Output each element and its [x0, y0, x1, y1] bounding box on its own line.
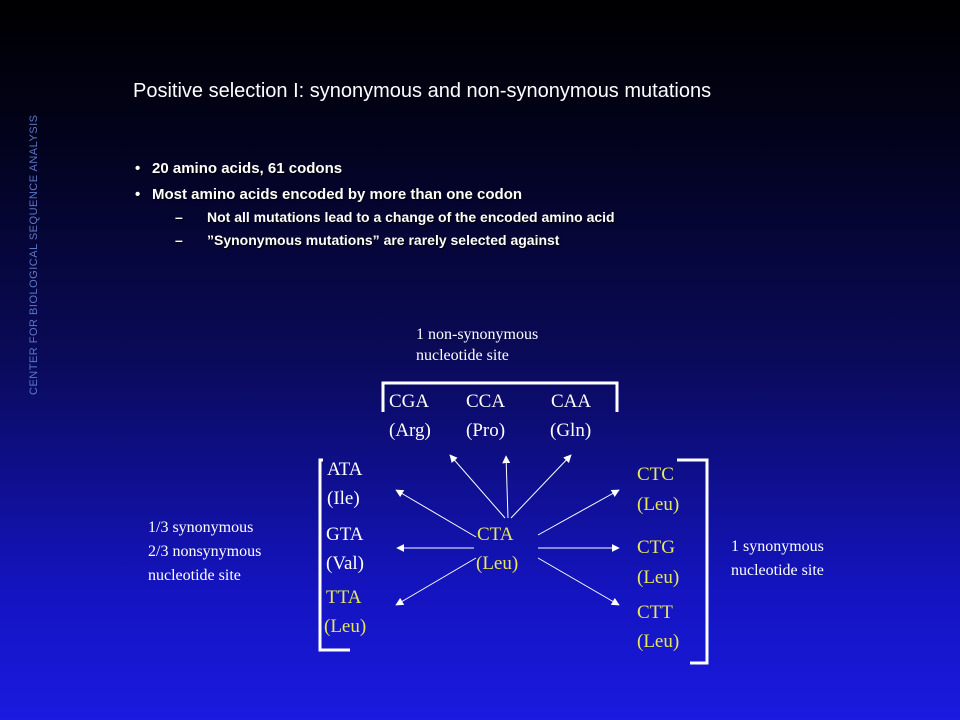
left-label-line-1: 1/3 synonymous: [148, 519, 254, 536]
top-label-line-2: nucleotide site: [416, 347, 509, 364]
bullet-list: 20 amino acids, 61 codons Most amino aci…: [135, 158, 615, 252]
amino-acid-leu-center: (Leu): [476, 553, 519, 574]
bullet-item: 20 amino acids, 61 codons: [135, 158, 615, 184]
arrow-to-cga: [449, 454, 506, 519]
codon-ata: ATA: [327, 459, 363, 480]
arrow-to-tta: [395, 557, 477, 606]
codon-tta: TTA: [326, 587, 362, 608]
left-bracket: [318, 458, 350, 652]
sub-bullet-item: ”Synonymous mutations” are rarely select…: [135, 229, 615, 252]
amino-acid-leu: (Leu): [637, 631, 680, 652]
right-bracket: [677, 458, 709, 665]
codon-cga: CGA: [389, 391, 430, 412]
amino-acid-pro: (Pro): [466, 420, 506, 441]
codon-ctg: CTG: [637, 537, 675, 558]
amino-acid-gln: (Gln): [550, 420, 592, 441]
codon-ctc: CTC: [637, 464, 674, 485]
amino-acid-val: (Val): [326, 553, 364, 574]
arrow-to-ctc: [537, 489, 620, 536]
amino-acid-leu: (Leu): [637, 494, 680, 515]
top-bracket: [381, 381, 619, 412]
bullet-item: Most amino acids encoded by more than on…: [135, 184, 615, 206]
arrow-to-ctt: [537, 557, 620, 606]
amino-acid-ile: (Ile): [327, 488, 360, 509]
sub-bullet-item: Not all mutations lead to a change of th…: [135, 206, 615, 229]
slide-title: Positive selection I: synonymous and non…: [133, 80, 712, 102]
codon-ctt: CTT: [637, 602, 673, 623]
top-label-line-1: 1 non-synonymous: [416, 326, 539, 343]
arrow-to-caa: [510, 454, 572, 519]
left-label-line-2: 2/3 nonsynymous: [148, 543, 262, 560]
amino-acid-arg: (Arg): [389, 420, 431, 441]
arrow-to-cca: [502, 455, 511, 519]
right-label-line-2: nucleotide site: [731, 562, 824, 579]
codon-cca: CCA: [466, 391, 506, 412]
codon-gta: GTA: [326, 524, 364, 545]
codon-caa: CAA: [551, 391, 592, 412]
arrow-to-ata: [395, 489, 477, 538]
codon-cta-center: CTA: [477, 524, 514, 545]
right-label-line-1: 1 synonymous: [731, 538, 824, 555]
amino-acid-leu: (Leu): [637, 567, 680, 588]
left-label-line-3: nucleotide site: [148, 567, 241, 584]
amino-acid-leu: (Leu): [324, 616, 367, 637]
